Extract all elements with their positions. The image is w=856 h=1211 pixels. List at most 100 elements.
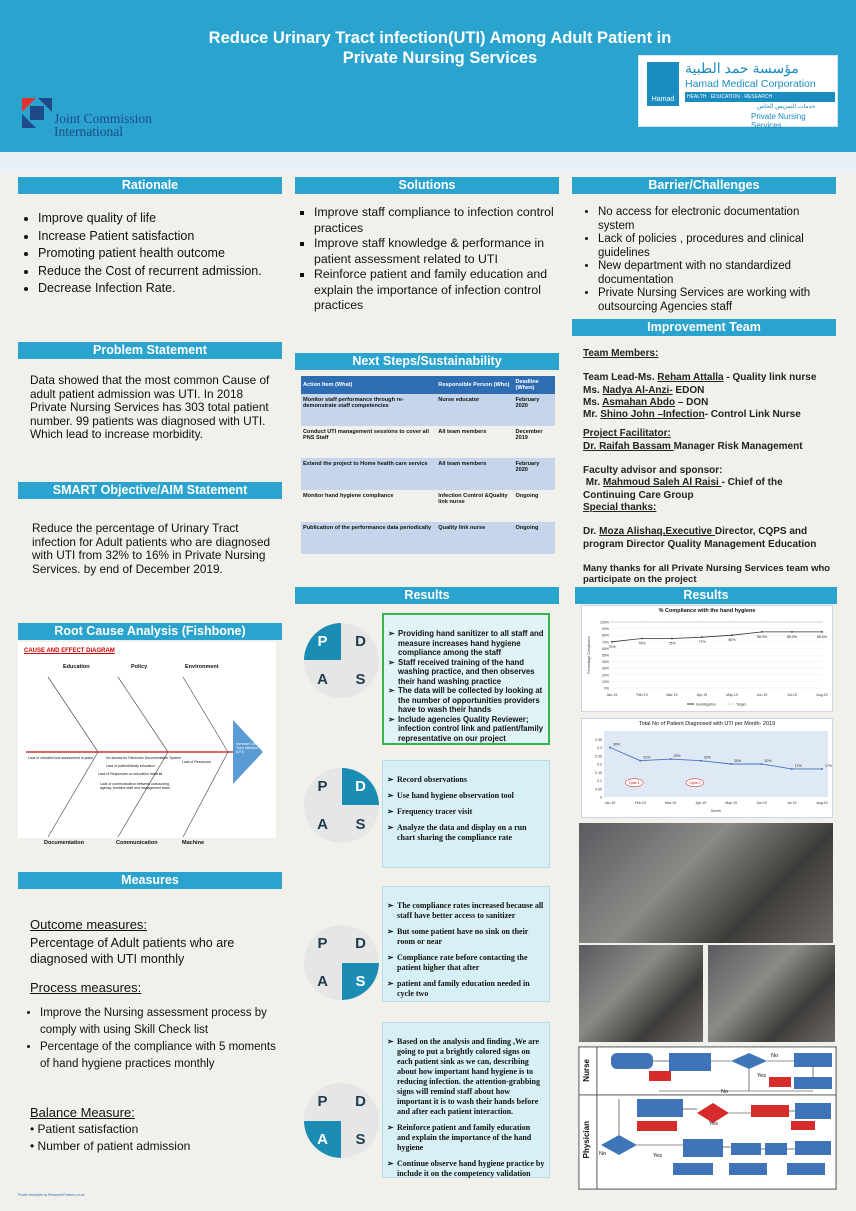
y-tick-label: 0.1 <box>597 779 602 783</box>
rationale-item: Promoting patient health outcome <box>38 245 280 263</box>
footer-credit: Poster template by ResearchPosters.co.za <box>18 1193 85 1197</box>
arrow-bullet-icon: ➢ <box>387 927 394 936</box>
pdsa-note-item: ➢Record observations <box>387 775 467 784</box>
data-point <box>641 621 643 623</box>
data-label: 30% <box>613 743 620 747</box>
solutions-list: Improve staff compliance to infection co… <box>298 205 558 314</box>
pdsa-note-item: ➢Reinforce patient and family education … <box>387 1123 532 1152</box>
team-member: Mr. Shino John –Infection- Control Link … <box>583 409 801 421</box>
arrow-bullet-icon: ➢ <box>388 686 395 695</box>
barrier-item: No access for electronic documentation s… <box>598 206 832 233</box>
process-heading: Process measures: <box>30 980 142 995</box>
legend-label: Investigation <box>696 703 716 707</box>
x-tick-label: Jul-19 <box>787 693 797 697</box>
data-label: 85.0% <box>817 635 827 639</box>
pdsa-note-item: ➢Continue observe hand hygiene practice … <box>387 1159 545 1178</box>
data-label: 22% <box>643 756 650 760</box>
y-tick-label: 0.05 <box>595 787 602 791</box>
hmc-logo: Hamad مؤسسة حمد الطبية Hamad Medical Cor… <box>638 55 838 130</box>
nextsteps-heading: Next Steps/Sustainability <box>295 353 559 370</box>
flow-no-label: No <box>771 1053 779 1059</box>
series-line <box>611 631 822 643</box>
pdsa-cycle-notes: ➢Based on the analysis and finding ,We a… <box>382 1022 550 1178</box>
y-tick-label: 0.15 <box>595 771 602 775</box>
arrow-bullet-icon: ➢ <box>388 714 395 724</box>
table-cell: Nurse educator <box>436 394 514 426</box>
cycle-annotation-label: Cycle 1 <box>629 781 640 785</box>
meeting-photo-right <box>708 945 835 1042</box>
x-tick-label: Jan-19 <box>605 801 616 805</box>
col-what: Action Item (What) <box>301 376 437 394</box>
team-heading: Improvement Team <box>572 319 836 336</box>
table-cell: Monitor hand hygiene compliance <box>303 493 394 499</box>
team-member: Ms. Asmahan Abdo – DON <box>583 396 709 408</box>
pdsa-quadrant: A <box>317 973 328 990</box>
arrow-bullet-icon: ➢ <box>387 1123 394 1132</box>
pdsa-quadrant: P <box>304 623 341 660</box>
pdsa-quadrant: S <box>342 963 379 1000</box>
flow-yes-label: Yes <box>757 1073 766 1079</box>
flow-yes-label-2: Yes <box>709 1121 718 1127</box>
x-tick-label: Feb-19 <box>635 801 646 805</box>
data-point <box>821 621 823 623</box>
data-point <box>730 763 733 765</box>
table-cell: December 2019 <box>515 429 543 441</box>
pdsa-note-item: ➢The data will be collected by looking a… <box>388 686 543 714</box>
data-label: 85.0% <box>757 635 767 639</box>
fishbone-diagram: CAUSE AND EFFECT DIAGRAM Education Polic… <box>18 642 276 846</box>
x-tick-label: Aug-19 <box>816 693 827 697</box>
flow-no-label-3: No <box>599 1151 607 1157</box>
x-tick-label: Apr-19 <box>697 693 708 697</box>
pdsa-cycle-notes: ➢The compliance rates increased because … <box>382 886 550 1002</box>
barriers-list: No access for electronic documentation s… <box>582 206 832 314</box>
pdsa-note-item: ➢The compliance rates increased because … <box>387 901 544 920</box>
nextsteps-table: Action Item (What) Responsible Person (W… <box>301 376 555 554</box>
y-tick-label: 100% <box>600 621 609 625</box>
pdsa-cycle-notes: ➢Record observations ➢Use hand hygiene ob… <box>382 760 550 868</box>
data-label: 20% <box>764 759 771 763</box>
pdsa-note-item: ➢Compliance rate before contacting the p… <box>387 953 528 972</box>
balance-heading: Balance Measure: <box>30 1105 135 1120</box>
y-tick-label: 50% <box>602 654 609 658</box>
table-cell: Ongoing <box>513 522 555 554</box>
col-who: Responsible Person (Who) <box>436 376 514 394</box>
rationale-item: Increase Patient satisfaction <box>38 228 280 246</box>
y-tick-label: 30% <box>602 667 609 671</box>
plot-area <box>604 731 828 797</box>
pdsa-cycle-notes: ➢Providing hand sanitizer to all staff a… <box>382 613 550 745</box>
pdsa-quadrant: P <box>317 935 328 952</box>
data-point <box>761 621 763 623</box>
smart-heading: SMART Objective/AIM Statement <box>18 482 282 499</box>
y-axis-label: Percentage Compliance <box>587 636 591 673</box>
table-cell: Monitor staff performance through re- de… <box>301 394 437 426</box>
data-label: 85.0% <box>787 635 797 639</box>
data-point <box>731 634 733 637</box>
flow-no-label-2: No <box>721 1089 729 1095</box>
y-tick-label: 0.35 <box>595 738 602 742</box>
rationale-item: Reduce the Cost of recurrent admission. <box>38 263 280 281</box>
data-point <box>701 621 703 623</box>
smart-text: Reduce the percentage of Urinary Tract i… <box>32 521 271 576</box>
y-tick-label: 60% <box>602 647 609 651</box>
barriers-heading: Barrier/Challenges <box>572 177 836 194</box>
x-tick-label: May-19 <box>726 693 738 697</box>
pdsa-note-item: ➢Providing hand sanitizer to all staff a… <box>388 629 544 657</box>
cycle-annotation <box>685 778 705 787</box>
measures-heading: Measures <box>18 872 282 889</box>
flow-yes-label-3: Yes <box>653 1153 662 1159</box>
outcome-text: Percentage of Adult patients who are dia… <box>30 936 235 966</box>
data-label: 17% <box>795 764 802 768</box>
data-point <box>791 631 793 633</box>
results-left-heading: Results <box>295 587 559 604</box>
problem-text: Data showed that the most common Cause o… <box>30 373 270 441</box>
pdsa-note-item: ➢Use hand hygiene observation tool <box>387 791 514 800</box>
x-axis-label: Month <box>711 809 721 813</box>
arrow-bullet-icon: ➢ <box>387 1159 394 1168</box>
y-tick-label: 70% <box>602 640 609 644</box>
rationale-list: Improve quality of lifeIncrease Patient … <box>20 210 280 298</box>
data-label: 23% <box>674 754 681 758</box>
